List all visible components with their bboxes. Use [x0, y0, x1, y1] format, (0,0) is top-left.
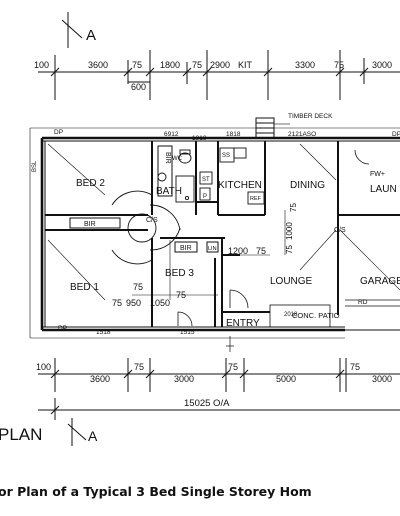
- dim-75-lounge-top: 75: [256, 246, 266, 256]
- svg-text:3600: 3600: [90, 374, 110, 384]
- room-bed2: BED 2: [76, 178, 105, 189]
- kitchen-fixtures: SS ST P REF: [199, 147, 265, 205]
- svg-text:600: 600: [131, 82, 146, 92]
- bottom-dimension-labels: 100 3600 75 3000 75 5000 75 3000: [36, 362, 392, 384]
- width-6912-label: 6912: [164, 131, 179, 138]
- svg-text:LIN: LIN: [208, 246, 217, 252]
- room-bed1: BED 1: [70, 282, 99, 293]
- plan-text-labels: DP 6912 1818 2121ASO DP DP 1518 1515 181…: [54, 129, 400, 336]
- svg-text:KIT: KIT: [238, 60, 253, 70]
- bir-vertical-label: BIR: [164, 152, 171, 164]
- cs-hall-label: C/S: [146, 217, 158, 224]
- svg-text:3600: 3600: [88, 60, 108, 70]
- patio-outline: [269, 304, 331, 328]
- hall-arcs: [111, 190, 181, 265]
- svg-text:ST: ST: [202, 177, 210, 183]
- svg-text:REF: REF: [250, 196, 262, 202]
- inner-dim-lines: [132, 210, 286, 300]
- height-1818-label: 1818: [192, 135, 207, 142]
- room-garage: GARAGE: [360, 276, 400, 287]
- dim-1000: 1000: [285, 222, 294, 240]
- fw-plus-label: FW+: [370, 171, 385, 178]
- dim-75-lounge-v: 75: [285, 245, 294, 254]
- room-bath: BATH: [156, 186, 182, 197]
- room-bed3: BED 3: [165, 268, 194, 279]
- room-laundry: LAUN: [370, 184, 397, 195]
- overall-dimension: 15025 O/A: [38, 398, 400, 420]
- plan-title-block: PLAN A: [0, 418, 98, 446]
- svg-text:BIR: BIR: [84, 221, 96, 228]
- svg-text:3300: 3300: [295, 60, 315, 70]
- bed2-robe: BIR: [157, 145, 173, 197]
- width-2121aso-label: 2121ASO: [288, 131, 316, 138]
- dim-75-bed1-low: 75: [112, 298, 122, 308]
- dp-right-label: DP: [392, 131, 400, 138]
- room-dining: DINING: [290, 180, 325, 191]
- door-swings: [177, 149, 370, 327]
- ceiling-diagonals: [47, 143, 400, 301]
- top-dimension-line: 600: [38, 50, 400, 100]
- svg-text:100: 100: [34, 60, 49, 70]
- svg-text:75: 75: [192, 60, 202, 70]
- bathroom-fixtures: WC: [157, 149, 195, 203]
- svg-text:3000: 3000: [372, 374, 392, 384]
- section-marker-top: A: [61, 12, 96, 48]
- top-dimension-labels: 100 3600 75 1800 75 2900 KIT 3300 75 300…: [34, 60, 392, 70]
- dim-1050: 1050: [150, 298, 170, 308]
- eave-outline: [29, 127, 400, 339]
- svg-text:5000: 5000: [276, 374, 296, 384]
- garage-detail: [226, 299, 400, 352]
- section-marker-bottom: A: [88, 428, 98, 444]
- svg-text:15025 O/A: 15025 O/A: [184, 398, 230, 409]
- svg-text:75: 75: [132, 60, 142, 70]
- svg-text:SS: SS: [222, 153, 230, 159]
- room-lounge: LOUNGE: [270, 276, 313, 287]
- svg-text:TIMBER DECK: TIMBER DECK: [288, 113, 333, 120]
- svg-text:BSL: BSL: [32, 160, 38, 172]
- plan-title: PLAN: [0, 425, 42, 444]
- svg-text:3000: 3000: [372, 60, 392, 70]
- dim-75-dining-v: 75: [289, 203, 298, 212]
- svg-text:2900: 2900: [210, 60, 230, 70]
- dim-2018: 2018: [284, 312, 298, 318]
- dim-75-bed1: 75: [133, 282, 143, 292]
- dim-950: 950: [126, 298, 141, 308]
- bottom-dimension-line: [38, 358, 400, 392]
- width-1518-label: 1518: [96, 329, 111, 336]
- figure-caption: or Plan of a Typical 3 Bed Single Storey…: [0, 484, 312, 499]
- svg-text:75: 75: [228, 362, 238, 372]
- width-1818-label: 1818: [226, 131, 241, 138]
- dp-left-label: DP: [54, 129, 63, 136]
- rd-label: RD: [358, 299, 368, 306]
- svg-text:A: A: [86, 27, 96, 44]
- cs-garage-label: C/S: [334, 227, 346, 234]
- svg-text:P: P: [203, 194, 207, 200]
- hall-bir: BIR: [69, 217, 121, 229]
- svg-text:75: 75: [334, 60, 344, 70]
- bed3-robe: BIR LIN: [174, 241, 219, 253]
- room-conc-patio: CONC. PATIO: [292, 311, 340, 320]
- svg-text:1800: 1800: [160, 60, 180, 70]
- room-kitchen: KITCHEN: [218, 180, 262, 191]
- svg-text:100: 100: [36, 362, 51, 372]
- svg-text:75: 75: [134, 362, 144, 372]
- svg-text:75: 75: [350, 362, 360, 372]
- dim-75-bed3: 75: [176, 290, 186, 300]
- room-entry: ENTRY: [226, 318, 260, 329]
- width-1515-label: 1515: [180, 329, 195, 336]
- interior-walls: [45, 141, 400, 327]
- svg-text:BIR: BIR: [180, 245, 192, 252]
- svg-text:WC: WC: [172, 156, 183, 162]
- dp-bottom-label: DP: [58, 325, 67, 332]
- dim-1200: 1200: [228, 246, 248, 256]
- svg-text:3000: 3000: [174, 374, 194, 384]
